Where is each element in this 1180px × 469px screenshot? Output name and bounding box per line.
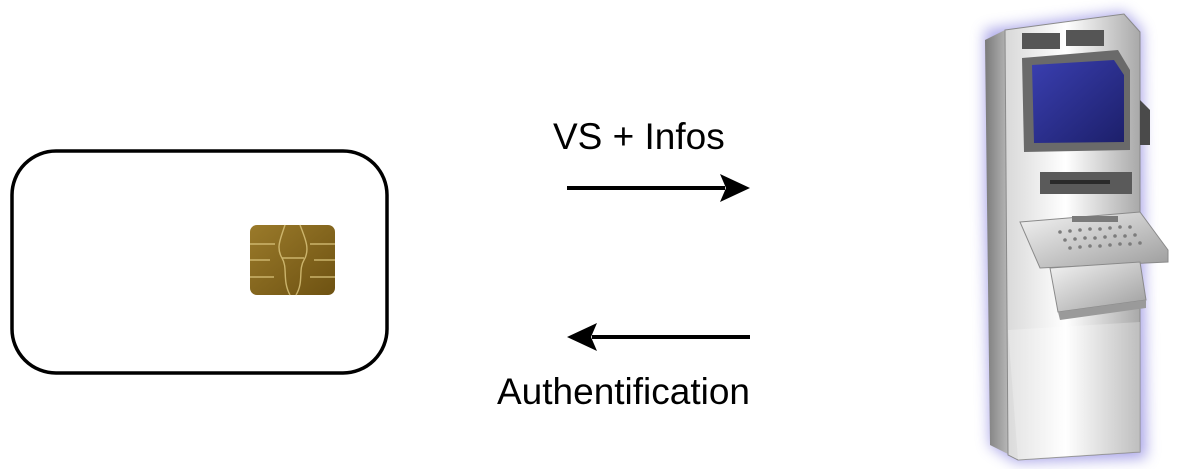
arrow-left-icon — [567, 323, 750, 351]
chip-icon — [250, 224, 335, 296]
smart-card-icon — [10, 149, 389, 375]
card-outline — [10, 149, 389, 375]
message-label-to-terminal: VS + Infos — [553, 116, 725, 157]
arrow-right-icon — [567, 174, 750, 202]
kiosk-terminal-icon — [985, 12, 1169, 462]
message-label-to-card: Authentification — [497, 371, 751, 412]
